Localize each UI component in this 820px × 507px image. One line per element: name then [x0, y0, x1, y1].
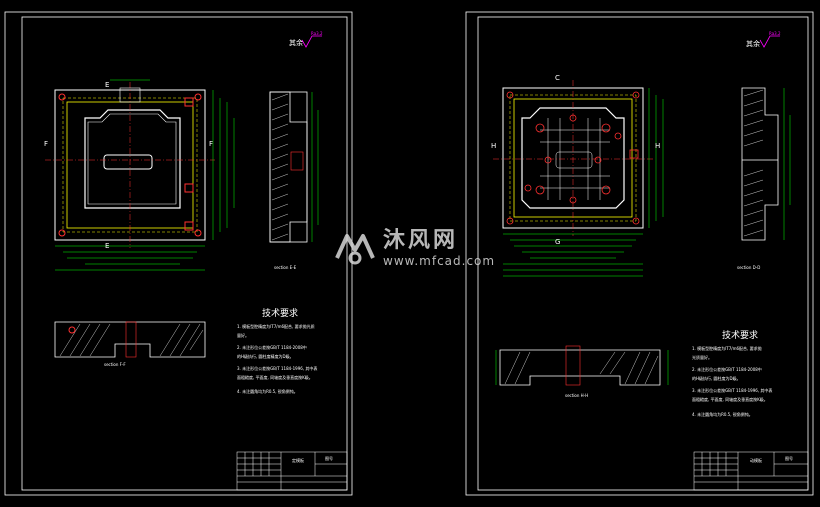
left-tech-note: 的H级执行, 圆柱度精度为D级。 [237, 353, 294, 359]
left-section-mark-bottom: E [105, 242, 109, 250]
left-section-mark-right: F [209, 140, 213, 148]
right-section-mark-left: H [491, 142, 496, 150]
right-tech-notes: 技术要求 1. 模板型腔精度为IT7/m6配合, 要求抛 光质量好。 2. 未注… [692, 329, 772, 417]
left-section-mark-top: E [105, 81, 109, 89]
right-tech-note: 的H级执行, 圆柱度为D级。 [692, 375, 741, 381]
left-tech-notes: 技术要求 1. 模板型腔精度为IT7/m6配合, 要求抛光质 量好。 2. 未注… [237, 307, 317, 394]
right-tech-note: 面粗糙度, 平面度, 同轴度及垂直度按K级。 [692, 396, 768, 402]
left-sheet: 其余 Ra3.2 [4, 11, 353, 496]
watermark: 沐风网 www.mfcad.com [333, 228, 495, 268]
right-roughness-label: 其余 [746, 39, 760, 48]
right-bottom-section-caption: section H-H [565, 393, 588, 398]
right-roughness-value: Ra3.2 [769, 31, 781, 36]
right-outer-frame [465, 11, 814, 496]
left-bottom-section-caption: section F-F [104, 362, 126, 367]
mfcad-logo-icon [335, 234, 375, 265]
left-plan-view: E E F F [44, 79, 235, 271]
right-tech-title: 技术要求 [722, 329, 758, 341]
left-tech-note: 1. 模板型腔精度为IT7/m6配合, 要求抛光质 [237, 323, 315, 329]
left-title-block [236, 451, 348, 491]
left-tech-note: 面粗糙度, 平面度, 同轴度及垂直度按K级。 [237, 374, 313, 380]
left-roughness-label: 其余 [289, 38, 303, 47]
right-title-part: 动模板 [750, 457, 762, 463]
left-side-section-caption: section E-E [274, 265, 297, 270]
right-tech-note: 1. 模板型腔精度为IT7/m6配合, 要求抛 [692, 345, 762, 351]
left-outer-frame [4, 11, 353, 496]
watermark-url: www.mfcad.com [383, 253, 496, 268]
left-roughness-value: Ra3.2 [311, 31, 323, 36]
right-tech-note: 2. 未注形位公差按GB/T 1184-2008中 [692, 366, 762, 372]
right-side-section-caption: section D-D [737, 265, 760, 270]
right-roughness-mark: 其余 Ra3.2 [746, 31, 781, 48]
right-section-mark-right: H [655, 142, 660, 150]
right-section-mark-top: C [555, 74, 560, 82]
left-inner-frame [21, 16, 348, 491]
left-roughness-mark: 其余 Ra3.2 [289, 31, 323, 48]
right-plan-view: C G H H [491, 74, 664, 277]
left-tech-note: 2. 未注形位公差按GB/T 1184-2008中 [237, 344, 307, 350]
right-title-block [693, 451, 809, 491]
left-title-label: 图号 [325, 455, 333, 461]
left-bottom-section: section F-F [54, 321, 206, 367]
right-sheet: 其余 Ra3.2 [465, 11, 814, 496]
watermark-cn: 沐风网 [383, 227, 459, 253]
right-side-section: section D-D [737, 87, 791, 270]
right-inner-frame [477, 16, 809, 491]
left-title-part: 定模板 [292, 457, 304, 463]
right-section-mark-bottom: G [555, 238, 560, 246]
left-tech-note: 4. 未注圆角均为R0.5, 锐角倒钝。 [237, 388, 298, 394]
left-side-section: section E-E [269, 91, 319, 270]
right-title-label: 图号 [785, 455, 793, 461]
right-bottom-section: section H-H [495, 345, 669, 398]
right-tech-note: 3. 未注形位公差按GB/T 1184-1996, 其中表 [692, 387, 772, 393]
left-tech-note: 3. 未注形位公差按GB/T 1184-1996, 其中表 [237, 365, 317, 371]
left-section-mark-left: F [44, 140, 48, 148]
left-tech-note: 量好。 [237, 332, 249, 338]
left-tech-title: 技术要求 [262, 307, 298, 319]
right-tech-note: 4. 未注圆角均为R0.5, 锐角倒钝。 [692, 411, 753, 417]
right-tech-note: 光质量好。 [692, 354, 712, 360]
